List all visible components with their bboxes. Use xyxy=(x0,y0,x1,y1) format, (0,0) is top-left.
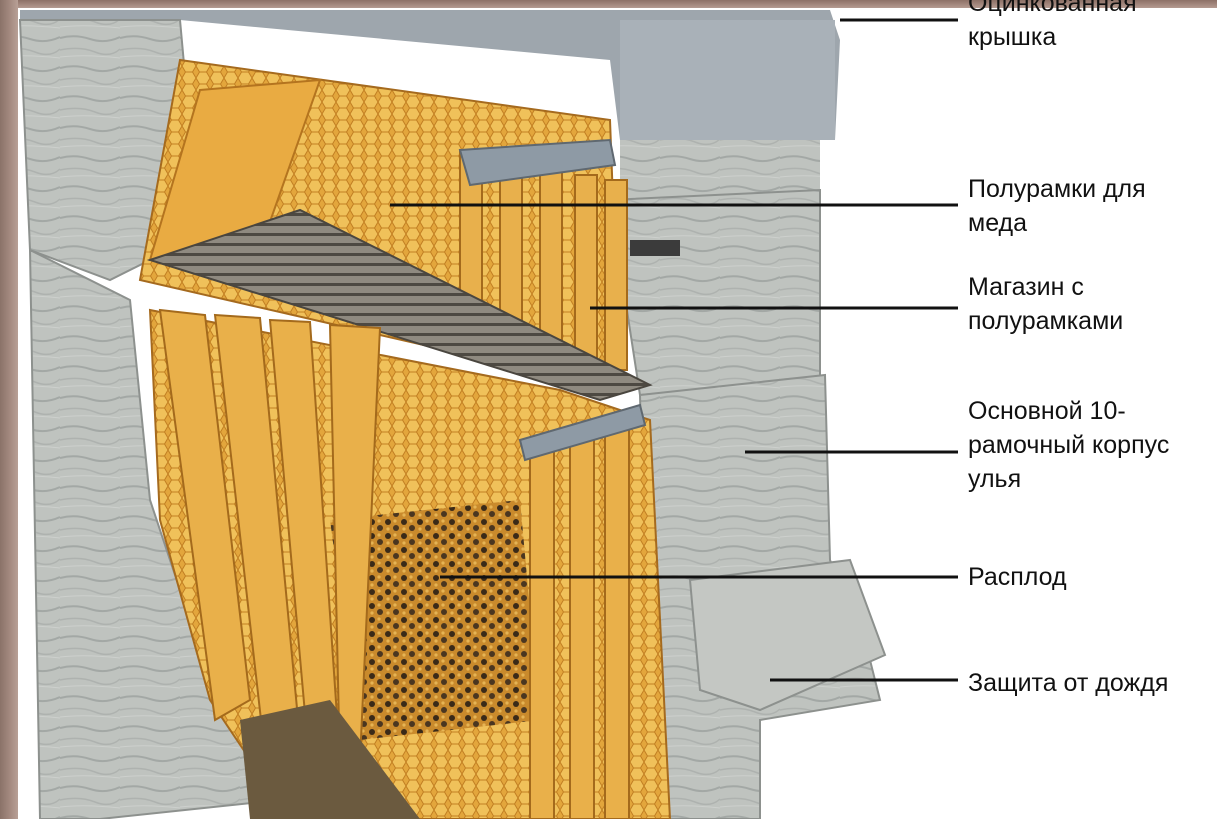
label-galvanized-lid: Оцинкованная крышка xyxy=(968,0,1213,54)
label-honey-half-frames: Полурамки для меда xyxy=(968,172,1213,240)
label-main-body: Основной 10- рамочный корпус улья xyxy=(968,394,1213,496)
label-super-box: Магазин с полурамками xyxy=(968,270,1213,338)
label-rain-guard: Защита от дождя xyxy=(968,666,1213,700)
label-brood: Расплод xyxy=(968,560,1213,594)
